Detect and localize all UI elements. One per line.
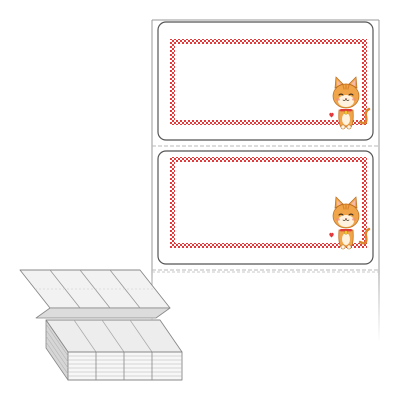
fanfold-top-sheet (19, 269, 171, 319)
fanfold-stack-illustration (19, 269, 183, 381)
label-2 (157, 150, 374, 265)
fanfold-stack-block (45, 319, 183, 381)
label-1 (157, 21, 374, 141)
